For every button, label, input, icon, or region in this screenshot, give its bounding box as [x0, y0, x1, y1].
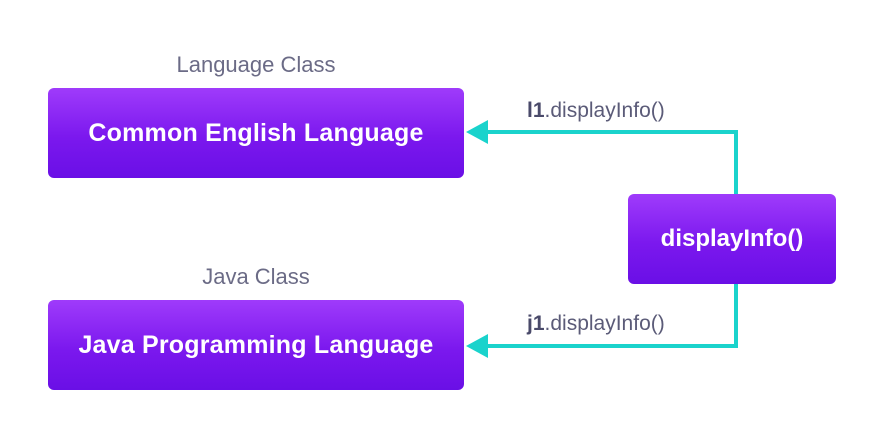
arrowhead-top — [466, 120, 488, 144]
l1-object-name: l1 — [527, 99, 545, 122]
connector-top — [482, 130, 738, 194]
java-class-box: Java Programming Language — [48, 300, 464, 390]
j1-object-name: j1 — [527, 312, 545, 335]
language-class-box: Common English Language — [48, 88, 464, 178]
java-class-label: Java Class — [202, 264, 310, 289]
j1-method-call: .displayInfo() — [544, 312, 665, 335]
l1-call-label: l1.displayInfo() — [527, 98, 665, 124]
arrowhead-bottom — [466, 334, 488, 358]
connector-bottom — [482, 284, 738, 348]
l1-method-call: .displayInfo() — [544, 99, 665, 122]
j1-call-label: j1.displayInfo() — [527, 311, 665, 337]
display-info-method-box: displayInfo() — [628, 194, 836, 284]
language-class-label: Language Class — [176, 52, 336, 77]
